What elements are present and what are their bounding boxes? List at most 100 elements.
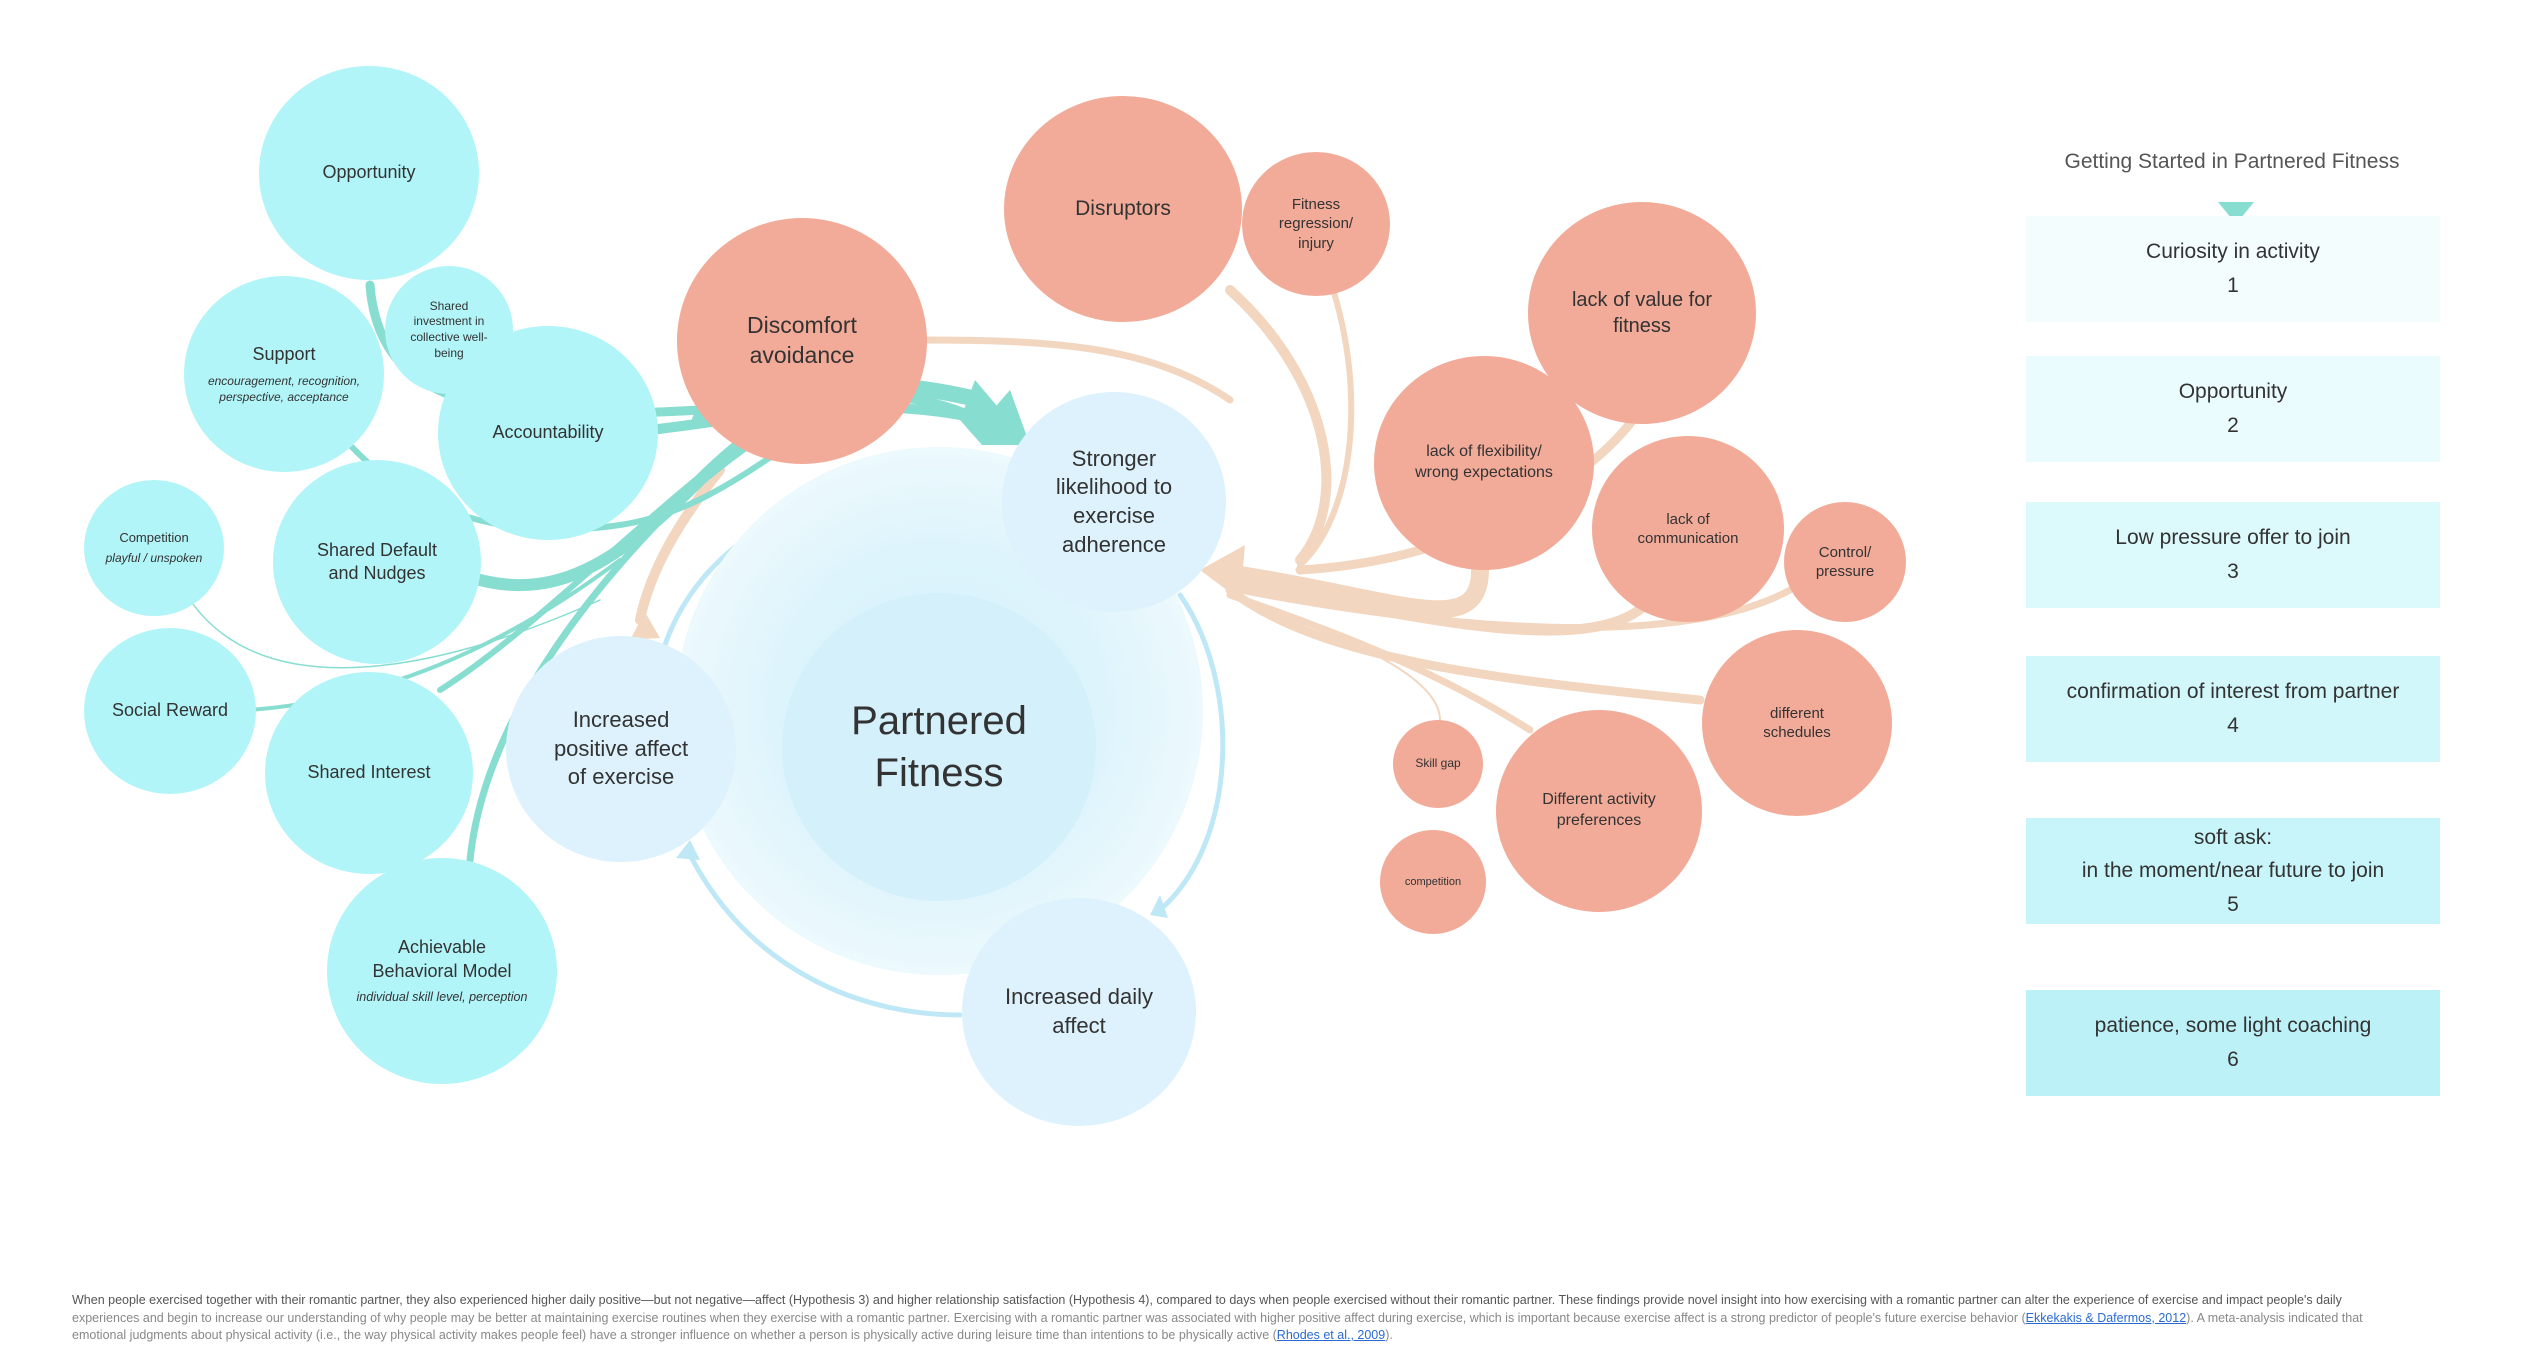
shared-default-line2: and Nudges [328, 563, 426, 583]
different-activity-line1: Different activity [1542, 791, 1656, 809]
support-sub2: perspective, acceptance [219, 389, 349, 404]
positive-line1: Increased [572, 707, 670, 733]
lack-flexibility-node: lack of flexibility/ wrong expectations [1374, 356, 1594, 570]
daily-line1: Increased daily [1005, 984, 1153, 1010]
skill-gap-label: Skill gap [1415, 756, 1461, 771]
fitness-regression-line3: injury [1298, 234, 1334, 252]
step-6-label: patience, some light coaching [2094, 1014, 2372, 1038]
different-activity-node: Different activity preferences [1496, 710, 1702, 912]
footer-text-1: When people exercised together with thei… [72, 1293, 2342, 1307]
lack-flexibility-line1: lack of flexibility/ [1426, 443, 1542, 461]
competition-driver-sub: playful / unspoken [105, 550, 203, 565]
fitness-regression-line2: regression/ [1278, 215, 1354, 233]
positive-line2: positive affect [553, 735, 689, 761]
shared-interest-label: Shared Interest [307, 762, 431, 783]
step-1-label: Curiosity in activity [2146, 240, 2320, 264]
shared-investment-line4: being [434, 345, 464, 360]
footer-ref-rhodes-link[interactable]: Rhodes et al., 2009 [1276, 1328, 1386, 1342]
competition-driver-node: Competition playful / unspoken [84, 480, 224, 616]
lack-flexibility-line2: wrong expectations [1415, 464, 1553, 481]
step-2-number: 2 [2227, 414, 2239, 437]
disruptors-node: Disruptors [1004, 96, 1242, 322]
lack-value-line2: fitness [1613, 315, 1671, 337]
lack-value-line1: lack of value for [1571, 289, 1713, 311]
shared-default-line1: Shared Default [316, 539, 438, 560]
step-4-number: 4 [2227, 714, 2239, 737]
step-5-label2: in the moment/near future to join [2081, 859, 2385, 883]
barrier-flows [635, 277, 1794, 734]
support-sub1: encouragement, recognition, [207, 373, 361, 388]
lack-communication-node: lack of communication [1592, 436, 1784, 622]
step-6: patience, some light coaching 6 [2026, 990, 2440, 1096]
step-4: confirmation of interest from partner 4 [2026, 656, 2440, 762]
achievable-sub: individual skill level, perception [356, 989, 528, 1004]
fitness-regression-line1: Fitness [1291, 195, 1341, 213]
skill-gap-node: Skill gap [1393, 720, 1483, 808]
step-2-label: Opportunity [2178, 380, 2288, 404]
step-1: Curiosity in activity 1 [2026, 216, 2440, 322]
shared-interest-node: Shared Interest [265, 672, 473, 874]
step-3-label: Low pressure offer to join [2115, 526, 2351, 550]
accountability-node: Accountability [438, 326, 658, 540]
increased-positive-affect-node: Increased positive affect of exercise [506, 636, 736, 862]
daily-line2: affect [1052, 1013, 1106, 1038]
lack-communication-line2: communication [1637, 530, 1739, 547]
different-schedules-line1: different [1770, 704, 1824, 722]
center-title-line1: Partnered [851, 699, 1027, 743]
footer-citation: When people exercised together with thei… [72, 1292, 2472, 1345]
lack-communication-line1: lack of [1666, 510, 1710, 528]
competition-driver-label: Competition [119, 529, 189, 545]
disruptors-label: Disruptors [1075, 197, 1171, 221]
achievable-line1: Achievable [397, 937, 487, 958]
competition-barrier-label: competition [1404, 875, 1462, 888]
opportunity-node: Opportunity [259, 66, 479, 280]
discomfort-avoidance-node: Discomfort avoidance [677, 218, 927, 464]
control-pressure-line1: Control/ [1818, 543, 1872, 561]
competition-barrier-node: competition [1380, 830, 1486, 934]
step-5-number: 5 [2227, 892, 2239, 916]
stronger-line1: Stronger [1071, 445, 1157, 471]
center-title-line2: Fitness [874, 751, 1004, 795]
footer-ref-ekkekakis-link[interactable]: Ekkekakis & Dafermos, 2012 [2025, 1310, 2187, 1325]
opportunity-label: Opportunity [322, 162, 416, 183]
shared-investment-line3: collective well- [410, 330, 488, 344]
social-reward-node: Social Reward [84, 628, 256, 794]
support-node: Support encouragement, recognition, pers… [184, 276, 384, 472]
control-pressure-line2: pressure [1815, 563, 1875, 580]
different-activity-line2: preferences [1556, 812, 1642, 829]
step-2: Opportunity 2 [2026, 356, 2440, 462]
stronger-line2: likelihood to [1055, 474, 1173, 500]
positive-line3: of exercise [567, 764, 675, 790]
panel-title: Getting Started in Partnered Fitness [2064, 150, 2400, 173]
accountability-label: Accountability [492, 422, 604, 443]
achievable-model-node: Achievable Behavioral Model individual s… [327, 858, 557, 1084]
discomfort-line2: avoidance [749, 342, 855, 368]
footer-text-4: emotional judgments about physical activ… [72, 1328, 1277, 1342]
step-1-number: 1 [2227, 274, 2239, 297]
achievable-line2: Behavioral Model [372, 960, 512, 981]
step-6-number: 6 [2227, 1048, 2239, 1071]
stronger-adherence-node: Stronger likelihood to exercise adherenc… [1002, 392, 1226, 612]
step-3: Low pressure offer to join 3 [2026, 502, 2440, 608]
different-schedules-node: different schedules [1702, 630, 1892, 816]
shared-default-node: Shared Default and Nudges [273, 460, 481, 664]
stronger-line3: exercise [1073, 503, 1155, 528]
footer-text-3: ). A meta-analysis indicated that [2186, 1310, 2363, 1325]
step-5: soft ask: in the moment/near future to j… [2026, 818, 2440, 924]
fitness-regression-node: Fitness regression/ injury [1242, 152, 1390, 296]
discomfort-line1: Discomfort [747, 312, 857, 339]
footer-text-5: ). [1385, 1328, 1393, 1342]
footer-text-2: experiences and begin to increase our un… [72, 1310, 2026, 1325]
support-label: Support [252, 344, 316, 365]
shared-investment-line2: investment in [413, 314, 485, 329]
lack-value-node: lack of value for fitness [1528, 202, 1756, 424]
different-schedules-line2: schedules [1763, 724, 1831, 741]
social-reward-label: Social Reward [111, 700, 229, 721]
shared-investment-line1: Shared [429, 298, 469, 313]
stronger-line4: adherence [1062, 531, 1166, 557]
step-3-number: 3 [2227, 560, 2239, 583]
step-5-label: soft ask: [2193, 825, 2273, 849]
control-pressure-node: Control/ pressure [1784, 502, 1906, 622]
step-4-label: confirmation of interest from partner [2066, 680, 2400, 704]
